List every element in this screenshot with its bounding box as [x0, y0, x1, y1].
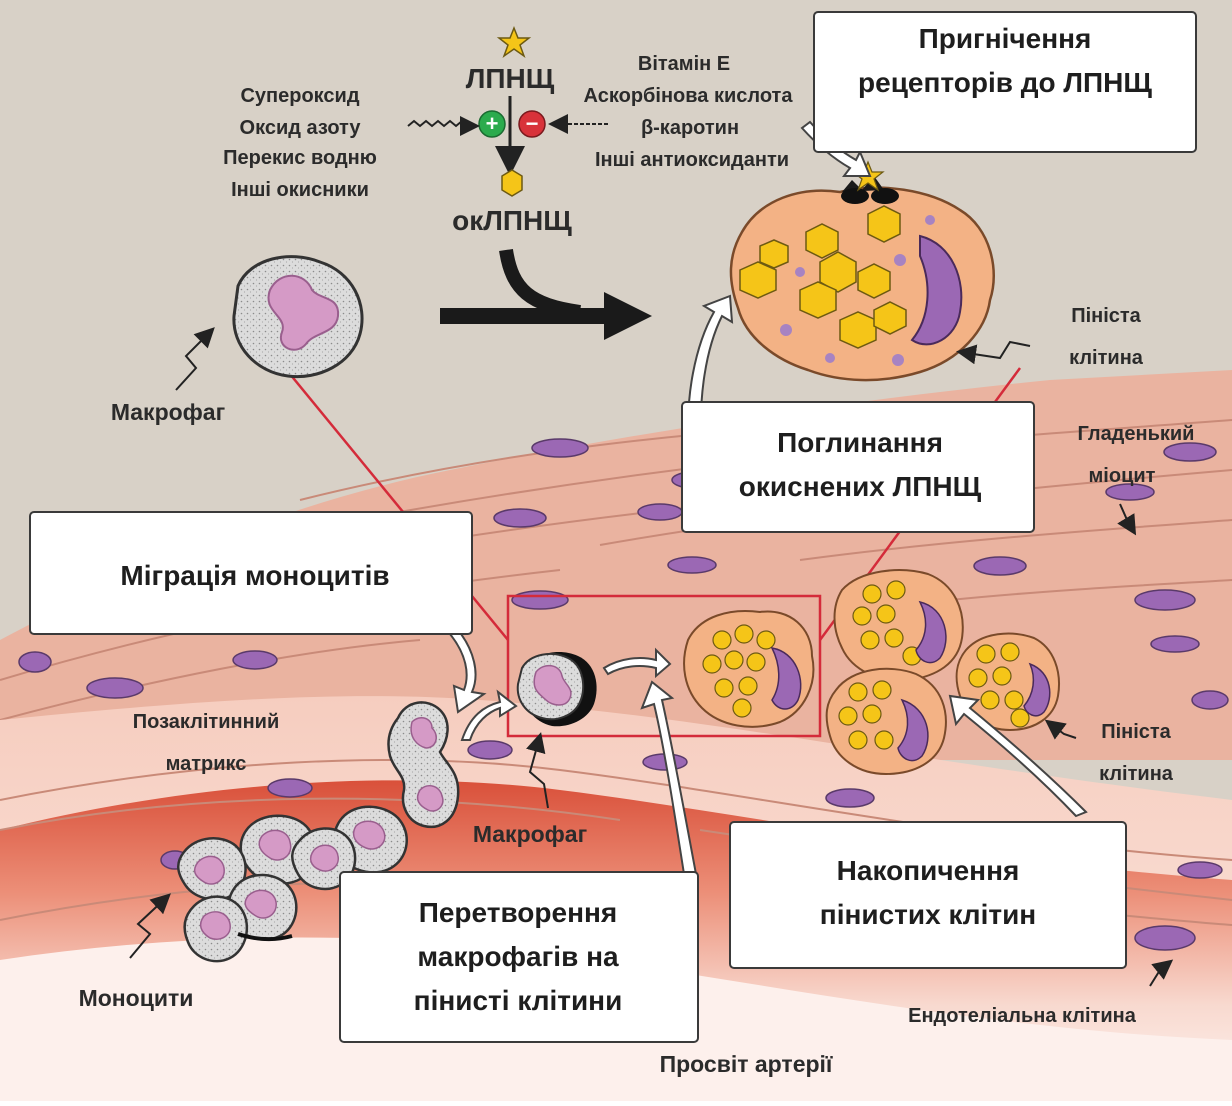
- oxidant-item: Оксид азоту: [240, 117, 362, 139]
- callout-line: пінисті клітини: [414, 985, 623, 1016]
- macrophage-top: [234, 257, 362, 377]
- callout-line: Перетворення: [419, 897, 618, 928]
- macrophage-top-label: Макрофаг: [111, 399, 225, 425]
- oxldl-label: окЛПНЩ: [452, 205, 572, 236]
- callout-line: рецепторів до ЛПНЩ: [858, 67, 1152, 98]
- antioxidant-item: β-каротин: [641, 117, 739, 139]
- oxidant-item: Супероксид: [240, 85, 359, 107]
- callout-line: Міграція моноцитів: [120, 560, 389, 591]
- antioxidant-item: Інші антиоксиданти: [595, 149, 789, 171]
- extracellular-matrix-label: матрикс: [166, 753, 247, 775]
- macrophage-bottom-label: Макрофаг: [473, 821, 587, 847]
- foam-cell-2: [835, 570, 963, 681]
- smooth-myocyte-label: Гладенький: [1078, 423, 1195, 445]
- plus-sign: +: [486, 111, 499, 136]
- callout-uptake: Поглинання окиснених ЛПНЩ: [682, 402, 1034, 532]
- callout-line: пінистих клітин: [820, 899, 1036, 930]
- callout-line: Накопичення: [837, 855, 1020, 886]
- oxidant-item: Інші окисники: [231, 179, 369, 201]
- artery-lumen-label: Просвіт артерії: [660, 1051, 833, 1077]
- foam-cell-bottom-label: Пініста: [1101, 721, 1171, 743]
- foam-cell-in-box: [684, 611, 813, 727]
- callout-line: окиснених ЛПНЩ: [739, 471, 982, 502]
- extracellular-matrix-label: Позаклітинний: [133, 711, 279, 733]
- antioxidant-item: Вітамін Е: [638, 53, 730, 75]
- oxldl-hexagon-icon: [502, 170, 522, 196]
- antioxidant-item: Аскорбінова кислота: [584, 85, 794, 107]
- callout-accumulation: Накопичення пінистих клітин: [730, 822, 1126, 968]
- foam-cell-3: [827, 669, 946, 774]
- smooth-myocyte-label: міоцит: [1089, 465, 1156, 487]
- callout-line: Поглинання: [777, 427, 943, 458]
- callout-receptor-inhibition: Пригнічення рецепторів до ЛПНЩ: [814, 12, 1196, 152]
- foam-cell-top-label: клітина: [1069, 347, 1144, 369]
- callout-line: макрофагів на: [417, 941, 619, 972]
- callout-monocyte-migration: Міграція моноцитів: [30, 512, 472, 634]
- callout-transformation: Перетворення макрофагів на пінисті кліти…: [340, 872, 698, 1042]
- foam-cell-bottom-label: клітина: [1099, 763, 1174, 785]
- callout-line: Пригнічення: [919, 23, 1092, 54]
- foam-cell-top-label: Пініста: [1071, 305, 1141, 327]
- endothelial-cell-label: Ендотеліальна клітина: [908, 1005, 1137, 1027]
- monocytes-label: Моноцити: [79, 985, 194, 1011]
- oxidant-item: Перекис водню: [223, 147, 377, 169]
- minus-sign: −: [526, 111, 539, 136]
- ldl-label: ЛПНЩ: [466, 63, 555, 94]
